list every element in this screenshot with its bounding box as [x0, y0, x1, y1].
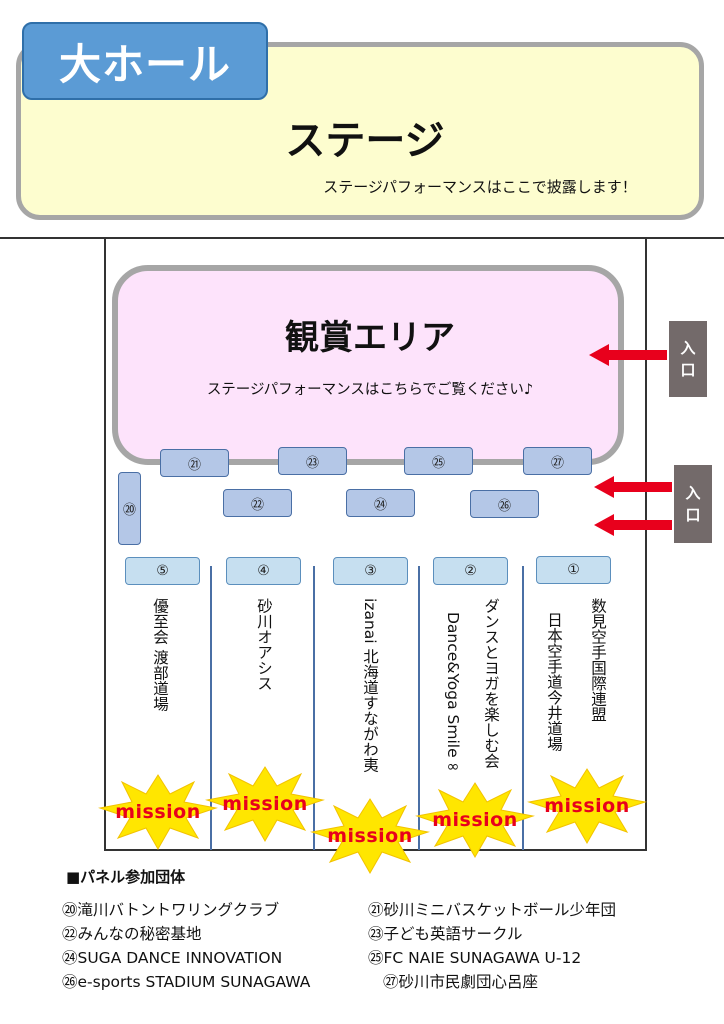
mission-badge: mission [205, 764, 325, 844]
mission-label: mission [115, 801, 201, 823]
booth-divider [418, 566, 420, 850]
booth-4-number: ④ [226, 557, 301, 585]
mission-label: mission [222, 793, 308, 815]
table-23: ㉓ [278, 447, 347, 475]
mission-badge: mission [527, 766, 647, 846]
legend-item: ⑳滝川バトントワリングクラブ [62, 901, 280, 919]
table-20: ⑳ [118, 472, 141, 545]
entrance-char: 口 [680, 361, 696, 379]
arrow-left-icon [589, 344, 667, 366]
entrance-char: 入 [680, 339, 696, 357]
booth-4-name: 砂川オアシス [255, 598, 273, 691]
entrance-lower: 入 口 [674, 465, 712, 543]
viewing-area [112, 265, 624, 465]
booth-5-number: ⑤ [125, 557, 200, 585]
mission-label: mission [432, 809, 518, 831]
booth-2-name-line2: Dance&Yoga Smile∞ [444, 612, 462, 776]
arrow-left-icon [594, 476, 672, 498]
arrow-left-icon [594, 514, 672, 536]
entrance-char: 口 [685, 506, 701, 524]
legend-item: ㉓子ども英語サークル [368, 925, 523, 943]
stage-divider [0, 237, 724, 239]
table-27: ㉗ [523, 447, 592, 475]
legend-item: ㉒みんなの秘密基地 [62, 925, 202, 943]
booth-1-name-line1: 数見空手国際連盟 [589, 598, 607, 722]
booth-3-name: izanai 北海道すながわ夷 [361, 598, 379, 773]
legend-title: ■パネル参加団体 [66, 868, 186, 886]
table-26: ㉖ [470, 490, 539, 518]
booth-divider [522, 566, 524, 850]
entrance-char: 入 [685, 484, 701, 502]
mission-badge: mission [415, 780, 535, 860]
viewing-subtitle: ステージパフォーマンスはこちらでご覧ください♪ [206, 382, 534, 398]
booth-1-number: ① [536, 556, 611, 584]
booth-2-name-line1: ダンスとヨガを楽しむ会 [482, 598, 500, 769]
booth-5-name: 優至会 渡部道場 [151, 598, 169, 712]
hall-label: 大ホール [22, 22, 268, 100]
table-21: ㉑ [160, 449, 229, 477]
legend-item: ㉖e-sports STADIUM SUNAGAWA [62, 973, 311, 991]
booth-2-number: ② [433, 557, 508, 585]
mission-badge: mission [310, 796, 430, 876]
booth-divider [313, 566, 315, 850]
booth-1-name-line2: 日本空手道今井道場 [545, 612, 563, 752]
legend-item: ㉗砂川市民劇団心呂座 [383, 973, 539, 991]
table-24: ㉔ [346, 489, 415, 517]
legend-item: ㉕FC NAIE SUNAGAWA U-12 [368, 949, 582, 967]
mission-label: mission [544, 795, 630, 817]
stage-title: ステージ [285, 118, 445, 164]
mission-label: mission [327, 825, 413, 847]
starburst-icon [98, 774, 218, 851]
booth-divider [210, 566, 212, 850]
starburst-icon [527, 768, 647, 845]
starburst-icon [310, 798, 430, 875]
starburst-icon [415, 782, 535, 859]
entrance-upper: 入 口 [669, 321, 707, 397]
mission-badge: mission [98, 772, 218, 852]
stage-subtitle: ステージパフォーマンスはここで披露します！ [323, 178, 637, 196]
table-25: ㉕ [404, 447, 473, 475]
table-22: ㉒ [223, 489, 292, 517]
legend-item: ㉔SUGA DANCE INNOVATION [62, 949, 283, 967]
legend-item: ㉑砂川ミニバスケットボール少年団 [368, 901, 617, 919]
booth-3-number: ③ [333, 557, 408, 585]
viewing-title: 観賞エリア [285, 318, 455, 358]
starburst-icon [205, 766, 325, 843]
